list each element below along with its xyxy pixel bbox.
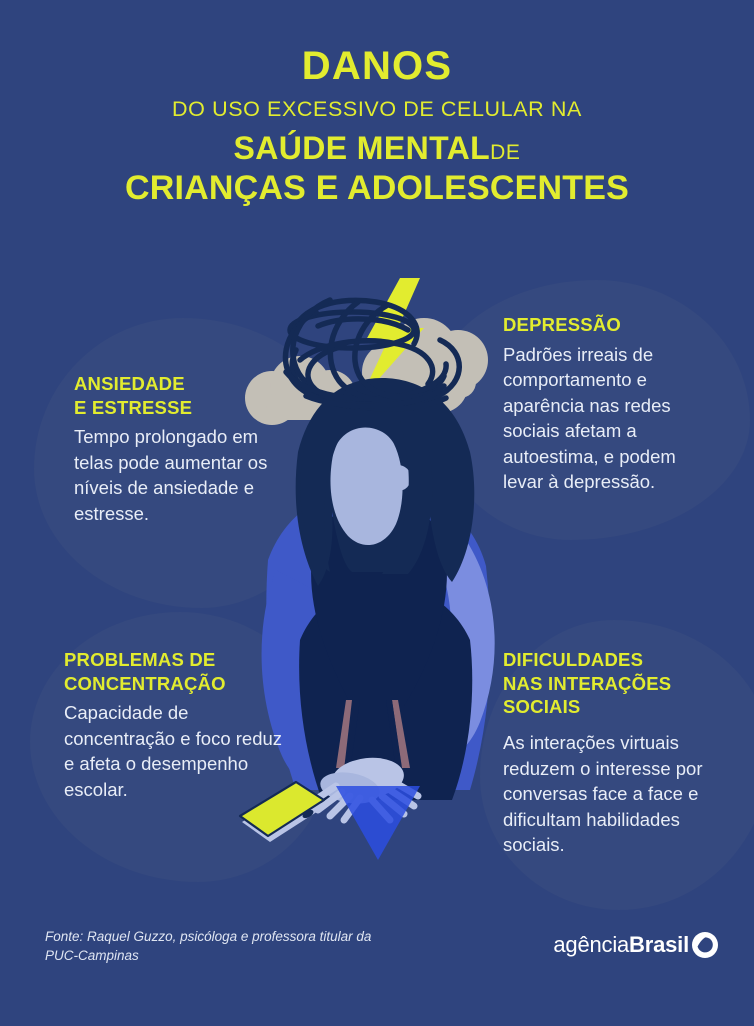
title-line-danos: DANOS bbox=[301, 44, 453, 88]
person-figure bbox=[261, 378, 495, 860]
logo-text-brasil: Brasil bbox=[629, 932, 689, 957]
title-de: DE bbox=[490, 140, 521, 164]
source-credit: Fonte: Raquel Guzzo, psicóloga e profess… bbox=[45, 929, 372, 964]
topic-body-depressao: Padrões irreais de comportamento e aparê… bbox=[503, 343, 676, 493]
topic-block-depressao: DEPRESSÃO Padrões irreais de comportamen… bbox=[503, 313, 718, 495]
topic-heading-depressao: DEPRESSÃO bbox=[503, 314, 621, 335]
lightning-bolt-icon bbox=[360, 278, 424, 400]
hands bbox=[308, 757, 422, 824]
logo-text-agencia: agência bbox=[553, 932, 630, 957]
cloud-right-icon bbox=[362, 318, 488, 413]
topic-body-ansiedade: Tempo prolongado em telas pode aumentar … bbox=[74, 426, 268, 524]
title-line-criancas: CRIANÇAS E ADOLESCENTES bbox=[125, 169, 629, 208]
title-saude-mental-bold: SAÚDE MENTAL bbox=[233, 129, 491, 166]
scribble-tangle-icon bbox=[282, 297, 462, 412]
topic-body-concentracao: Capacidade de concentração e foco reduz … bbox=[64, 702, 283, 800]
agencia-brasil-circle-mark-icon bbox=[692, 932, 718, 958]
title-line-saude-mental: SAÚDE MENTALDE bbox=[0, 129, 754, 166]
topic-body-sociais: As interações virtuais reduzem o interes… bbox=[503, 732, 703, 856]
poster-header: DANOS DO USO EXCESSIVO DE CELULAR NA SAÚ… bbox=[0, 46, 754, 206]
title-line-subtitle: DO USO EXCESSIVO DE CELULAR NA bbox=[172, 96, 582, 121]
